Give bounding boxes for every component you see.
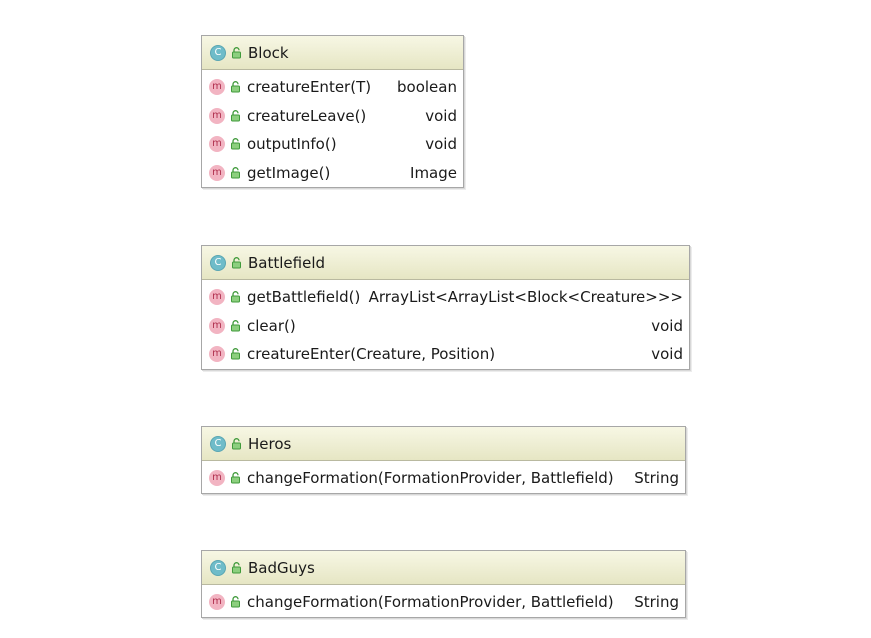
class-heros[interactable]: C Heros m changeFormation(FormationProvi… [201, 426, 686, 494]
class-icon: C [210, 254, 226, 271]
public-lock-icon [230, 81, 241, 93]
method-name: clear() [247, 316, 296, 335]
method-icon: m [209, 107, 225, 124]
method-row[interactable]: m changeFormation(FormationProvider, Bat… [202, 588, 685, 617]
method-name: outputInfo() [247, 135, 337, 154]
public-lock-icon [230, 138, 241, 150]
class-name: Heros [248, 434, 292, 453]
method-icon: m [209, 79, 225, 96]
method-icon: m [209, 317, 225, 334]
class-battlefield[interactable]: C Battlefield m getBattlefield() ArrayLi… [201, 245, 690, 370]
class-block[interactable]: C Block m creatureEnter(T) boolean m cre… [201, 35, 464, 188]
method-name: creatureEnter(T) [247, 78, 372, 97]
method-list: m changeFormation(FormationProvider, Bat… [202, 585, 685, 617]
class-name: Block [248, 43, 289, 62]
class-header: C Battlefield [202, 246, 689, 280]
public-lock-icon [231, 256, 242, 269]
public-lock-icon [230, 291, 241, 303]
method-list: m getBattlefield() ArrayList<ArrayList<B… [202, 280, 689, 369]
public-lock-icon [231, 437, 242, 450]
public-lock-icon [230, 109, 241, 122]
public-lock-icon [230, 319, 241, 332]
method-row[interactable]: m getBattlefield() ArrayList<ArrayList<B… [202, 283, 689, 312]
public-lock-icon [230, 472, 241, 484]
public-lock-icon [230, 348, 241, 360]
method-row[interactable]: m creatureLeave() void [202, 102, 463, 131]
method-list: m changeFormation(FormationProvider, Bat… [202, 461, 685, 493]
method-icon: m [209, 136, 225, 153]
return-type: void [651, 345, 683, 364]
method-row[interactable]: m creatureEnter(T) boolean [202, 73, 463, 102]
return-type: void [425, 135, 457, 154]
method-name: creatureEnter(Creature, Position) [247, 345, 496, 364]
method-row[interactable]: m changeFormation(FormationProvider, Bat… [202, 464, 685, 493]
method-icon: m [209, 289, 225, 306]
public-lock-icon [230, 166, 241, 179]
return-type: Image [410, 163, 457, 182]
public-lock-icon [231, 561, 242, 574]
method-row[interactable]: m clear() void [202, 312, 689, 341]
method-icon: m [209, 164, 225, 181]
return-type: void [651, 316, 683, 335]
public-lock-icon [231, 46, 242, 59]
class-header: C BadGuys [202, 551, 685, 585]
class-icon: C [210, 44, 226, 61]
class-header: C Block [202, 36, 463, 70]
return-type: boolean [397, 78, 457, 97]
method-name: getImage() [247, 163, 331, 182]
method-name: changeFormation(FormationProvider, Battl… [247, 593, 614, 612]
public-lock-icon [230, 596, 241, 608]
class-name: BadGuys [248, 558, 315, 577]
method-row[interactable]: m outputInfo() void [202, 130, 463, 159]
return-type: void [425, 106, 457, 125]
method-list: m creatureEnter(T) boolean m creatureLea… [202, 70, 463, 187]
method-name: changeFormation(FormationProvider, Battl… [247, 469, 614, 488]
method-icon: m [209, 470, 225, 487]
method-row[interactable]: m getImage() Image [202, 159, 463, 188]
return-type: String [634, 593, 679, 612]
return-type: ArrayList<ArrayList<Block<Creature>>> [368, 288, 683, 307]
method-name: creatureLeave() [247, 106, 367, 125]
class-name: Battlefield [248, 253, 326, 272]
class-badguys[interactable]: C BadGuys m changeFormation(FormationPro… [201, 550, 686, 618]
class-header: C Heros [202, 427, 685, 461]
method-name: getBattlefield() [247, 288, 361, 307]
class-icon: C [210, 559, 226, 576]
method-icon: m [209, 346, 225, 363]
class-icon: C [210, 435, 226, 452]
method-icon: m [209, 594, 225, 611]
return-type: String [634, 469, 679, 488]
method-row[interactable]: m creatureEnter(Creature, Position) void [202, 340, 689, 369]
